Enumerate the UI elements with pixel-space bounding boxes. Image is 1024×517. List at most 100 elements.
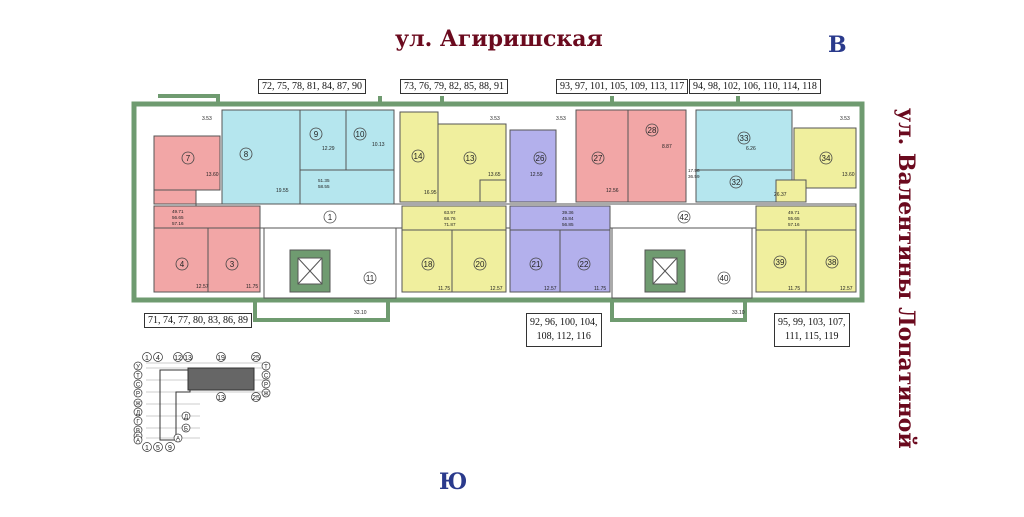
area-corr-left: 33.10 [354, 310, 367, 316]
street-right-label: ул. Валентины Лопатиной [893, 108, 919, 449]
apt-group-bottom-right-line1: 95, 99, 103, 107, [778, 317, 846, 328]
area-balcony-4: 3.53 [840, 116, 850, 122]
room-9 [299, 109, 347, 171]
room-18-number: 18 [424, 260, 433, 269]
room-39-number: 39 [776, 258, 785, 267]
area-r33: 6.26 [746, 146, 756, 152]
area-r26: 12.59 [530, 172, 543, 178]
outer-projections [158, 94, 747, 322]
room-38-number: 38 [828, 258, 837, 267]
kp-left-4: Ж [135, 402, 141, 408]
summary-s4-b: 45.84 [562, 216, 574, 221]
apt-group-top-mid: 73, 76, 79, 82, 85, 88, 91 [400, 79, 508, 94]
summary-s5: 17.58 36.59 [688, 168, 700, 179]
kp-right-2: Р [264, 383, 268, 389]
room-10 [345, 109, 395, 171]
area-r10: 10.13 [372, 142, 385, 148]
summary-s2: 51.35 58.55 [318, 178, 330, 189]
key-plan: 1 4 12 13 19 25 13 25 1 5 9 У Т С Р Ж Д … [133, 352, 271, 452]
apt-group-bottom-left: 71, 74, 77, 80, 83, 86, 89 [144, 313, 252, 328]
room-7-marker [181, 151, 195, 165]
room-26-marker [533, 151, 547, 165]
corridor-number-left: 1 [328, 213, 333, 222]
apt-group-bottom-mid-line2: 108, 112, 116 [536, 331, 591, 342]
room-21-marker [529, 257, 543, 271]
kp-top-3: 12 [174, 355, 182, 362]
street-top-label: ул. Агиришская [395, 26, 603, 52]
key-plan-bottom-nums: 1 5 9 [142, 442, 175, 452]
apt-group-top-right1: 93, 97, 101, 105, 109, 113, 117 [556, 79, 689, 94]
room-8-marker [239, 147, 253, 161]
kp-right-3: Ж [263, 392, 269, 398]
summary-s6-b: 55.65 [788, 216, 800, 221]
apt-group-bottom-right: 95, 99, 103, 107, 111, 115, 119 [774, 313, 850, 347]
summary-s6-c: 57.16 [788, 222, 800, 227]
area-r13: 13.65 [488, 172, 501, 178]
summary-s3-b: 68.76 [444, 216, 456, 221]
room-38-marker [825, 255, 839, 269]
area-r21: 12.57 [544, 286, 557, 292]
room-32-number: 32 [732, 178, 741, 187]
room-10-marker [353, 127, 367, 141]
room-21 [509, 229, 561, 293]
apt-group-top-right2: 94, 98, 102, 106, 110, 114, 118 [689, 79, 821, 94]
area-r14: 16.95 [424, 190, 437, 196]
kp-left-3: Р [136, 392, 140, 398]
summary-s4: 39.36 45.84 56.85 [562, 210, 574, 227]
apt-group-bottom-right-line2: 111, 115, 119 [784, 331, 839, 342]
kp-left-1: Т [136, 374, 140, 380]
room-26-number: 26 [536, 154, 545, 163]
room-28 [627, 109, 687, 203]
room-33-marker [737, 131, 751, 145]
summary-s3-c: 71.87 [444, 222, 456, 227]
kp-left-2: С [136, 383, 141, 389]
stair-number-right: 40 [720, 274, 729, 283]
summary-s1-a: 49.71 [172, 209, 184, 214]
room-34-marker [819, 151, 833, 165]
room-39-marker [773, 255, 787, 269]
summary-s1-b: 56.65 [172, 215, 184, 220]
area-balcony-2: 3.53 [490, 116, 500, 122]
room-9-number: 9 [314, 130, 319, 139]
room-32-marker [729, 175, 743, 189]
kp-mid-2: 25 [252, 395, 260, 402]
area-corr-right: 33.10 [732, 310, 745, 316]
kp-bot-2: 5 [156, 445, 160, 452]
kp-right-5: Б [184, 427, 188, 433]
key-plan-right-letters: Т С Р Ж Д Б А [173, 361, 271, 443]
room-13-number: 13 [466, 154, 475, 163]
kp-mid-1: 13 [217, 395, 225, 402]
area-r32: 26.37 [774, 192, 787, 198]
room-4-number: 4 [180, 260, 185, 269]
room-11-hall [299, 169, 395, 205]
room-21-number: 21 [532, 260, 541, 269]
corridor-labels: 1 42 11 40 [323, 210, 731, 285]
room-3-number: 3 [230, 260, 235, 269]
room-20-marker [473, 257, 487, 271]
room-28-number: 28 [648, 126, 657, 135]
area-r39: 11.75 [788, 286, 800, 292]
building-walls [131, 101, 865, 303]
kp-left-0: У [136, 365, 140, 371]
kp-top-1: 1 [145, 355, 149, 362]
stair-core-left [263, 227, 397, 299]
summary-s4-a: 39.36 [562, 210, 574, 215]
apt-group-bottom-mid-line1: 92, 96, 100, 104, [530, 317, 598, 328]
room-22-marker [577, 257, 591, 271]
room-8 [221, 109, 301, 205]
kp-bot-1: 1 [145, 445, 149, 452]
summary-s3-a: 63.97 [444, 210, 456, 215]
area-r27: 12.56 [606, 188, 619, 194]
summary-s1: 49.71 56.65 57.16 [172, 209, 184, 226]
kp-top-4: 13 [184, 355, 192, 362]
room-33-number: 33 [740, 134, 749, 143]
room-4-marker [175, 257, 189, 271]
area-r3: 11.75 [246, 284, 258, 290]
room-34-number: 34 [822, 154, 831, 163]
area-r9: 12.29 [322, 146, 335, 152]
kp-left-7: В [136, 429, 140, 435]
summary-s5-b: 36.59 [688, 174, 700, 179]
summary-s6: 49.71 55.65 57.16 [788, 210, 800, 227]
stair-core-right [611, 227, 753, 299]
